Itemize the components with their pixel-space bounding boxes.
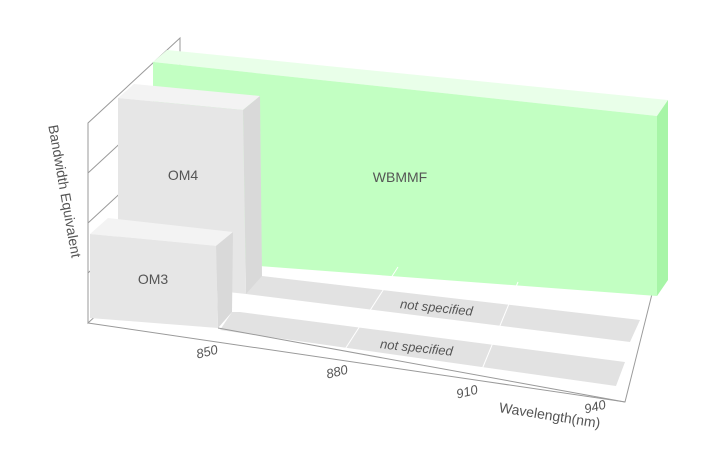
x-tick-880: 880 [325,362,350,382]
bar-om4-top [118,84,260,110]
bar-om4-label: OM4 [168,167,199,183]
strip-om4-not-specified: not specified [246,276,640,342]
bar-om3: OM3 [90,218,233,328]
bar-wbmmf: WBMMF [153,50,668,296]
x-tick-910: 910 [455,382,480,402]
strip-om4-band [246,276,640,342]
x-tick-850: 850 [195,342,220,362]
x-tick-940: 940 [583,397,608,417]
floor-grid-910 [477,281,519,380]
strip-om3-not-specified: not specified [220,312,625,386]
bar-om3-side [216,232,233,328]
bar-om3-top [90,218,233,246]
bar-wbmmf-front [153,62,657,296]
floor-front-edge [217,327,626,403]
bar-om3-label: OM3 [138,271,169,287]
bar-om3-front [90,234,218,328]
bar-wbmmf-label: WBMMF [373,169,427,185]
bar-wbmmf-side [657,100,668,296]
y-axis-title: Bandwidth Equivalent [45,123,84,258]
bar-om4-side [243,96,262,294]
strip-om3-band [220,312,625,386]
floor-grid-880 [339,266,399,358]
bar-wbmmf-top [153,50,668,116]
